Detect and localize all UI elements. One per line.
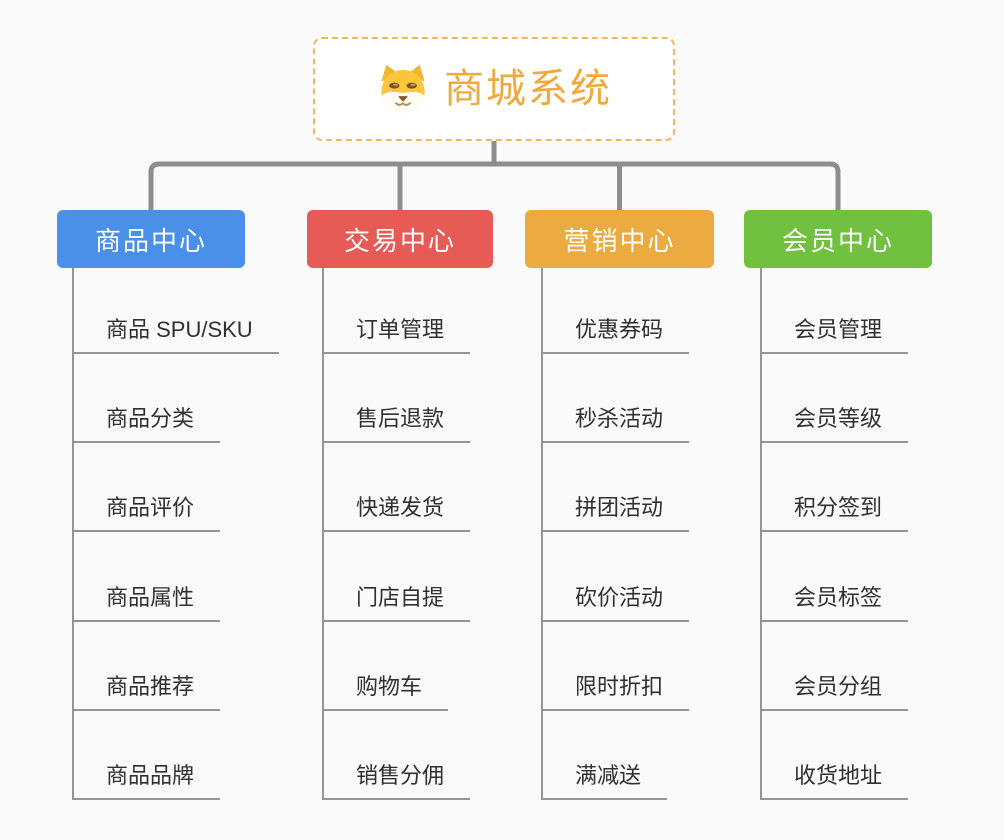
branch-vertical-line-3 [760,268,762,800]
branch-item[interactable]: 商品品牌 [72,761,221,800]
root-title: 商城系统 [444,67,612,111]
branch-item[interactable]: 销售分佣 [322,761,471,800]
branch-item[interactable]: 商品属性 [72,583,221,622]
branch-vertical-line-2 [541,268,543,800]
branch-item[interactable]: 快递发货 [322,493,471,532]
root-node[interactable]: 商城系统 [313,37,675,141]
branch-header-1[interactable]: 交易中心 [307,210,493,268]
branch-item[interactable]: 优惠券码 [541,315,690,354]
branch-item[interactable]: 会员标签 [760,583,909,622]
branch-item[interactable]: 秒杀活动 [541,404,690,443]
branch-item[interactable]: 商品推荐 [72,672,221,711]
branch-vertical-line-1 [322,268,324,800]
branch-item[interactable]: 收货地址 [760,761,909,800]
branch-item[interactable]: 门店自提 [322,583,471,622]
branch-item[interactable]: 会员管理 [760,315,909,354]
branch-item[interactable]: 商品评价 [72,493,221,532]
branch-item[interactable]: 砍价活动 [541,583,690,622]
branch-item[interactable]: 积分签到 [760,493,909,532]
branch-item[interactable]: 商品分类 [72,404,221,443]
branch-header-3[interactable]: 会员中心 [744,210,932,268]
branch-header-0[interactable]: 商品中心 [57,210,245,268]
branch-item[interactable]: 拼团活动 [541,493,690,532]
branch-item[interactable]: 商品 SPU/SKU [72,315,279,354]
rail-line [148,161,841,210]
branch-item[interactable]: 满减送 [541,761,668,800]
branch-header-2[interactable]: 营销中心 [525,210,714,268]
dog-face-icon [381,64,425,114]
branch-item[interactable]: 会员等级 [760,404,909,443]
branch-item[interactable]: 限时折扣 [541,672,690,711]
branch-item[interactable]: 购物车 [322,672,449,711]
branch-item[interactable]: 会员分组 [760,672,909,711]
branch-vertical-line-0 [72,268,74,800]
branch-item[interactable]: 售后退款 [322,404,471,443]
branch-item[interactable]: 订单管理 [322,315,471,354]
